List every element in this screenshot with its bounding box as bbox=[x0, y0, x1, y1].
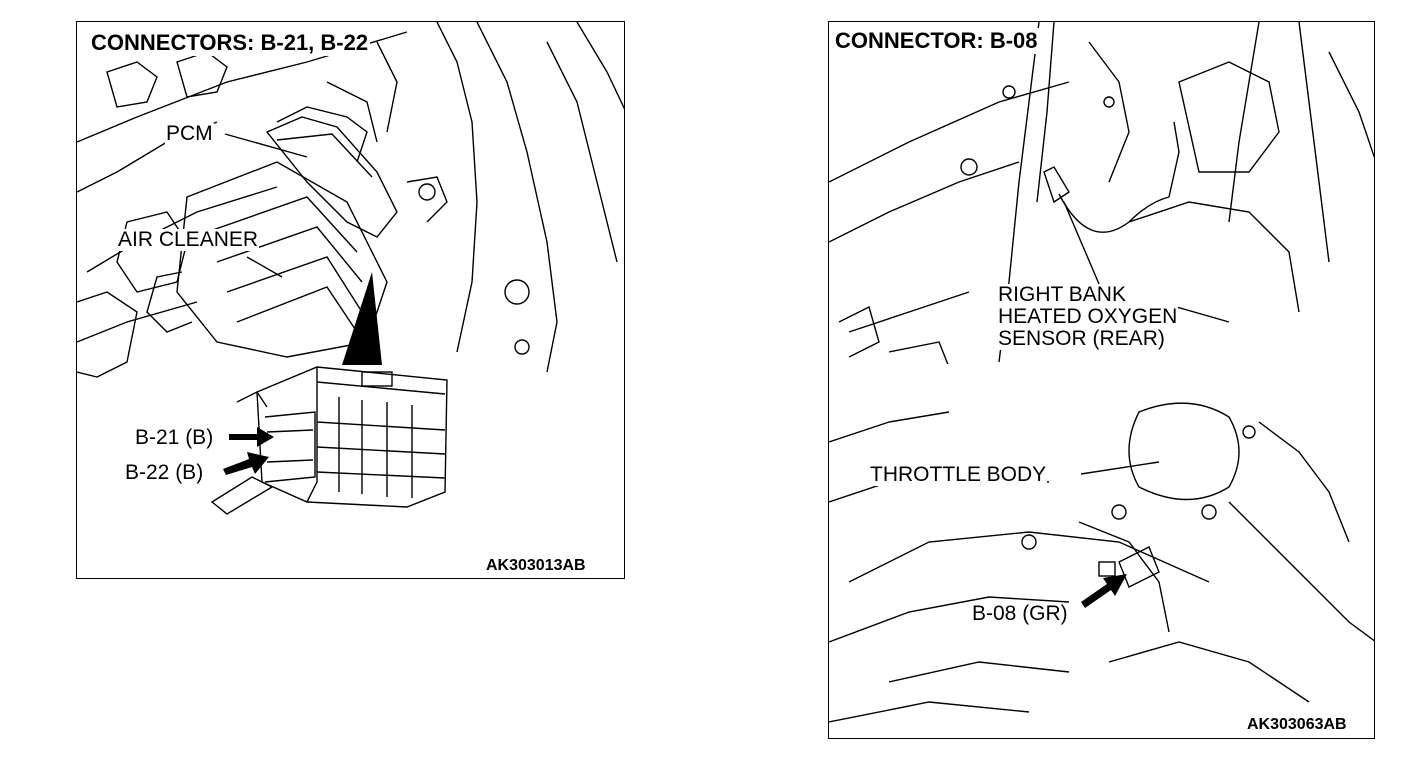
figure-code: AK303063AB bbox=[1245, 716, 1349, 734]
engine-bay-illustration bbox=[829, 22, 1374, 723]
connector-diagram-b21-b22: CONNECTORS: B-21, B-22 PCM AIR CLEANER B… bbox=[76, 21, 625, 579]
engine-bay-illustration bbox=[77, 22, 624, 515]
air-cleaner-label: AIR CLEANER bbox=[117, 228, 260, 251]
oxygen-sensor-label-line2: HEATED OXYGEN bbox=[998, 305, 1178, 328]
connector-b21-label: B-21 (B) bbox=[134, 426, 215, 449]
panel-title: CONNECTOR: B-08 bbox=[833, 28, 1040, 54]
figure-code: AK303013AB bbox=[484, 557, 588, 575]
connector-b08-label: B-08 (GR) bbox=[971, 602, 1069, 625]
oxygen-sensor-label: RIGHT BANK HEATED OXYGEN SENSOR (REAR) bbox=[997, 283, 1179, 350]
oxygen-sensor-label-line1: RIGHT BANK bbox=[998, 283, 1126, 306]
connector-b22-label: B-22 (B) bbox=[124, 461, 205, 484]
oxygen-sensor-label-line3: SENSOR (REAR) bbox=[998, 327, 1165, 350]
throttle-body-label: THROTTLE BODY bbox=[869, 463, 1048, 486]
pcm-label: PCM bbox=[165, 122, 214, 145]
connector-diagram-b08: CONNECTOR: B-08 RIGHT BANK HEATED OXYGEN… bbox=[828, 21, 1375, 739]
panel-title: CONNECTORS: B-21, B-22 bbox=[89, 30, 371, 56]
view-separator bbox=[829, 364, 1374, 374]
